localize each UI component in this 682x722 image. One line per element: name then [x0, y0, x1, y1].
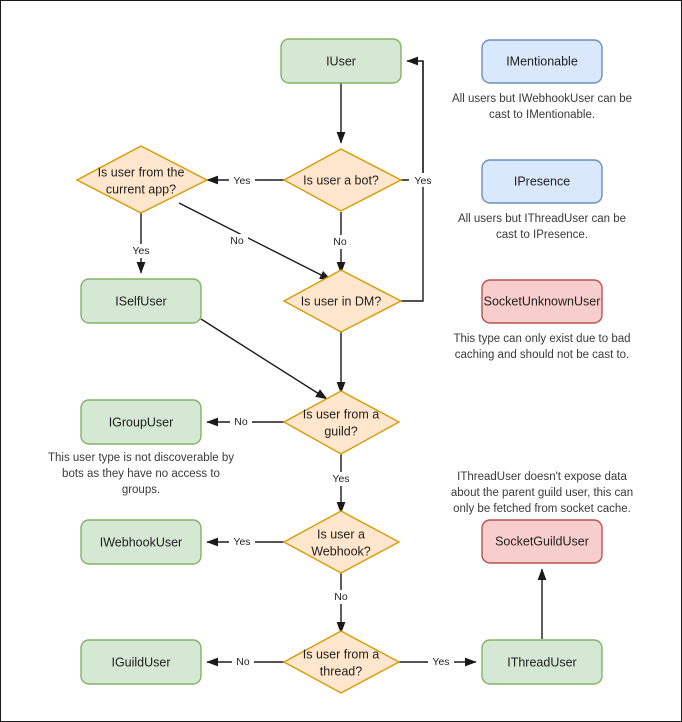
- node-iguilduser-label: IGuildUser: [111, 655, 170, 669]
- node-ithreaduser-label: IThreadUser: [507, 655, 576, 669]
- node-socketguilduser-label: SocketGuildUser: [495, 534, 589, 548]
- node-iuser[interactable]: IUser: [280, 38, 402, 84]
- note-socketguilduser-line2: about the parent guild user, this can: [451, 487, 633, 499]
- node-is-thread-label-line2: thread?: [320, 664, 362, 678]
- node-ipresence[interactable]: IPresence: [481, 159, 603, 204]
- edge-label-bg: [226, 234, 248, 248]
- note-socketunknownuser: This type can only exist due to bad cach…: [453, 333, 630, 361]
- edge-label-bg: [428, 655, 454, 669]
- edge-label-bg: [232, 655, 254, 669]
- note-imentionable-line1: All users but IWebhookUser can be: [452, 93, 632, 105]
- edge-label-currentapp-yes: Yes: [233, 175, 250, 187]
- edge-label-thread-yes: Yes: [432, 656, 449, 668]
- node-imentionable-label: IMentionable: [506, 54, 578, 68]
- node-iguilduser[interactable]: IGuildUser: [80, 639, 202, 685]
- edge-labels: Yes Yes Yes No No Yes No Yes No No Yes: [128, 173, 454, 669]
- node-is-current-app-label-line2: current app?: [106, 182, 176, 196]
- node-is-current-app[interactable]: Is user from the current app?: [75, 145, 209, 214]
- note-ipresence-line1: All users but IThreadUser can be: [458, 213, 626, 225]
- note-ipresence: All users but IThreadUser can be cast to…: [458, 213, 626, 241]
- note-socketguilduser-line3: only be fetched from socket cache.: [453, 503, 631, 515]
- edge-label-bot-yes: Yes: [414, 175, 431, 187]
- edge-label-bg: [230, 415, 252, 429]
- edge-label-bg: [328, 472, 354, 486]
- note-imentionable-line2: cast to IMentionable.: [489, 109, 595, 121]
- note-igroupuser: This user type is not discoverable by bo…: [48, 452, 234, 496]
- node-iwebhookuser[interactable]: IWebhookUser: [80, 519, 202, 565]
- note-socketunknownuser-line2: caching and should not be cast to.: [455, 349, 630, 361]
- node-is-guild-label-line1: Is user from a: [303, 407, 379, 421]
- node-ithreaduser[interactable]: IThreadUser: [481, 639, 603, 685]
- edge-label-bot-no: No: [333, 236, 347, 248]
- node-is-bot[interactable]: Is user a bot?: [282, 148, 403, 212]
- node-is-guild[interactable]: Is user from a guild?: [282, 390, 401, 455]
- node-is-webhook[interactable]: Is user a Webhook?: [282, 510, 401, 574]
- node-is-dm[interactable]: Is user in DM?: [282, 269, 403, 333]
- note-igroupuser-line3: groups.: [122, 484, 160, 496]
- node-is-guild-label-line2: guild?: [324, 424, 357, 438]
- node-is-thread-label-line1: Is user from a: [303, 647, 379, 661]
- edge-isdm-yes-riser: [401, 61, 424, 302]
- edge-label-bg: [229, 535, 255, 549]
- note-imentionable: All users but IWebhookUser can be cast t…: [452, 93, 632, 121]
- node-iselfuser-label: ISelfUser: [115, 294, 166, 308]
- edge-label-bg: [229, 173, 255, 187]
- node-socketunknownuser[interactable]: SocketUnknownUser: [481, 279, 603, 324]
- note-igroupuser-line2: bots as they have no access to: [62, 468, 220, 480]
- node-igroupuser[interactable]: IGroupUser: [80, 399, 202, 445]
- node-is-webhook-label-line2: Webhook?: [311, 544, 371, 558]
- node-is-webhook-label-line1: Is user a: [317, 527, 365, 541]
- note-socketunknownuser-line1: This type can only exist due to bad: [453, 333, 630, 345]
- node-iwebhookuser-label: IWebhookUser: [100, 535, 182, 549]
- node-is-bot-label: Is user a bot?: [303, 173, 379, 187]
- edge-label-currentapp-yes-down: Yes: [132, 245, 149, 257]
- note-igroupuser-line1: This user type is not discoverable by: [48, 452, 234, 464]
- edge-label-currentapp-no: No: [230, 235, 244, 247]
- edge-iselfuser-to-isguild: [200, 318, 328, 400]
- node-iselfuser[interactable]: ISelfUser: [80, 278, 202, 324]
- node-imentionable[interactable]: IMentionable: [481, 39, 603, 84]
- node-is-current-app-label-line1: Is user from the: [98, 165, 185, 179]
- edge-label-webhook-no: No: [334, 591, 348, 603]
- node-socketunknownuser-label: SocketUnknownUser: [484, 294, 601, 308]
- edge-iscurrentapp-no-to-isdm: [178, 202, 332, 281]
- edge-label-bg: [409, 173, 437, 187]
- edge-label-bg: [329, 235, 351, 249]
- note-socketguilduser-line1: IThreadUser doesn't expose data: [457, 471, 627, 483]
- node-socketguilduser[interactable]: SocketGuildUser: [481, 519, 603, 564]
- node-igroupuser-label: IGroupUser: [109, 415, 174, 429]
- node-iuser-label: IUser: [326, 54, 356, 68]
- edge-label-guild-no: No: [234, 416, 248, 428]
- edge-label-bg: [330, 590, 352, 604]
- node-ipresence-label: IPresence: [514, 174, 570, 188]
- edge-label-webhook-yes: Yes: [233, 536, 250, 548]
- edge-isbot-yes-to-iuser: [401, 56, 424, 181]
- edge-label-guild-yes: Yes: [332, 473, 349, 485]
- node-is-dm-label: Is user in DM?: [301, 294, 382, 308]
- node-is-thread[interactable]: Is user from a thread?: [282, 630, 401, 694]
- edge-label-thread-no: No: [236, 656, 250, 668]
- note-ipresence-line2: cast to IPresence.: [496, 229, 588, 241]
- note-socketguilduser: IThreadUser doesn't expose data about th…: [451, 471, 633, 515]
- edge-label-bg: [128, 244, 154, 258]
